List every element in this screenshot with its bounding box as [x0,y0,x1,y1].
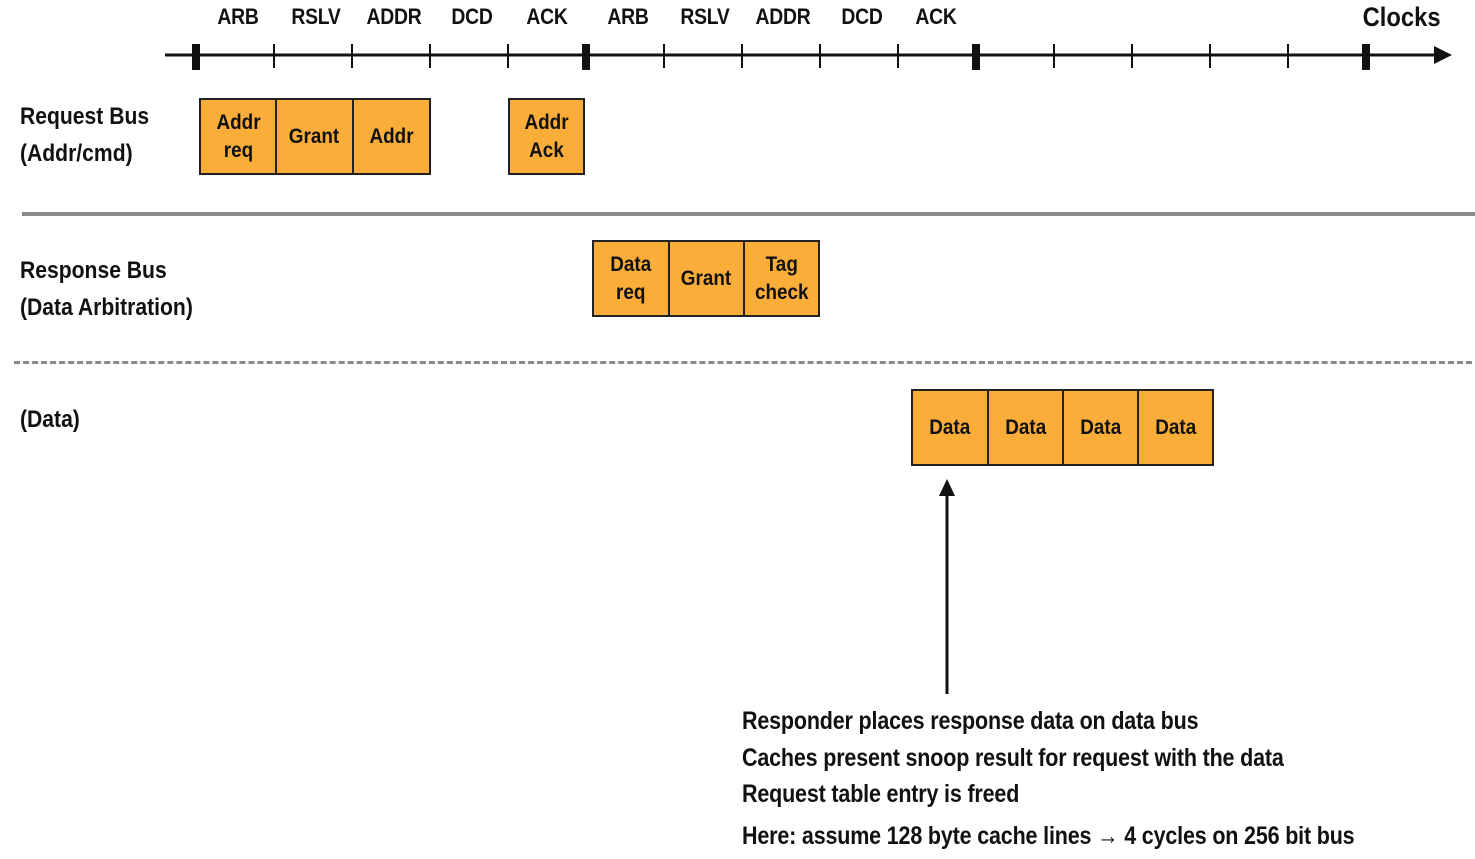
phase-label-dcd-1: DCD [451,4,493,29]
response-box-data-req: Data req [592,240,670,317]
data-box-1-text: Data [929,415,971,439]
data-box-3: Data [1062,389,1139,466]
note-line-3: Request table entry is freed [742,780,1020,808]
phase-label-addr-2: ADDR [755,4,811,29]
data-box-3-text: Data [1080,415,1121,439]
annotation-arrow [939,479,955,694]
request-bus-label: Request Bus (Addr/cmd) [20,98,149,172]
phase-label-ack-2: ACK [915,4,957,29]
data-box-2-text: Data [1005,415,1046,439]
clocks-label: Clocks [1363,2,1441,32]
request-box-addr-ack-text: Addr Ack [524,110,569,162]
response-bus-label-line1: Response Bus [20,257,167,284]
note-line-1: Responder places response data on data b… [742,707,1199,735]
clock-ticks [273,44,1289,68]
request-box-grant: Grant [275,98,354,175]
phase-label-rslv-2: RSLV [680,4,730,29]
phase-label-addr-1: ADDR [366,4,422,29]
request-bus-label-line2: (Addr/cmd) [20,140,133,167]
phase-label-rslv-1: RSLV [291,4,341,29]
clock-axis-arrowhead [1434,46,1452,64]
response-bus-label-line2: (Data Arbitration) [20,294,193,321]
data-row-label-text: (Data) [20,406,80,433]
note-line-2: Caches present snoop result for request … [742,744,1284,772]
response-data-separator [14,361,1472,364]
phase-label-ack-1: ACK [526,4,568,29]
phase-label-arb-2: ARB [607,4,649,29]
request-box-grant-text: Grant [289,124,340,148]
phase-label-dcd-2: DCD [841,4,883,29]
request-box-addr-text: Addr [369,124,414,148]
clock-major-ticks [192,44,1370,70]
request-box-addr-req-text: Addr req [215,110,261,162]
data-box-4-text: Data [1155,415,1196,439]
data-box-4: Data [1137,389,1214,466]
response-box-grant-text: Grant [681,266,732,290]
response-bus-label: Response Bus (Data Arbitration) [20,252,193,326]
clock-axis [165,44,1452,70]
phase-label-arb-1: ARB [217,4,259,29]
data-box-1: Data [911,389,989,466]
request-box-addr-req: Addr req [199,98,277,175]
annotation-arrow-head [939,479,955,496]
response-box-grant: Grant [668,240,745,317]
note-line-4: Here: assume 128 byte cache lines → 4 cy… [742,822,1355,850]
request-box-addr: Addr [352,98,431,175]
response-box-tag-check-text: Tag check [754,252,809,304]
request-box-addr-ack: Addr Ack [508,98,585,175]
response-box-data-req-text: Data req [610,252,652,304]
data-box-2: Data [987,389,1064,466]
request-response-separator [22,212,1475,216]
request-bus-label-line1: Request Bus [20,103,150,130]
response-box-tag-check: Tag check [743,240,820,317]
data-row-label: (Data) [20,401,80,438]
